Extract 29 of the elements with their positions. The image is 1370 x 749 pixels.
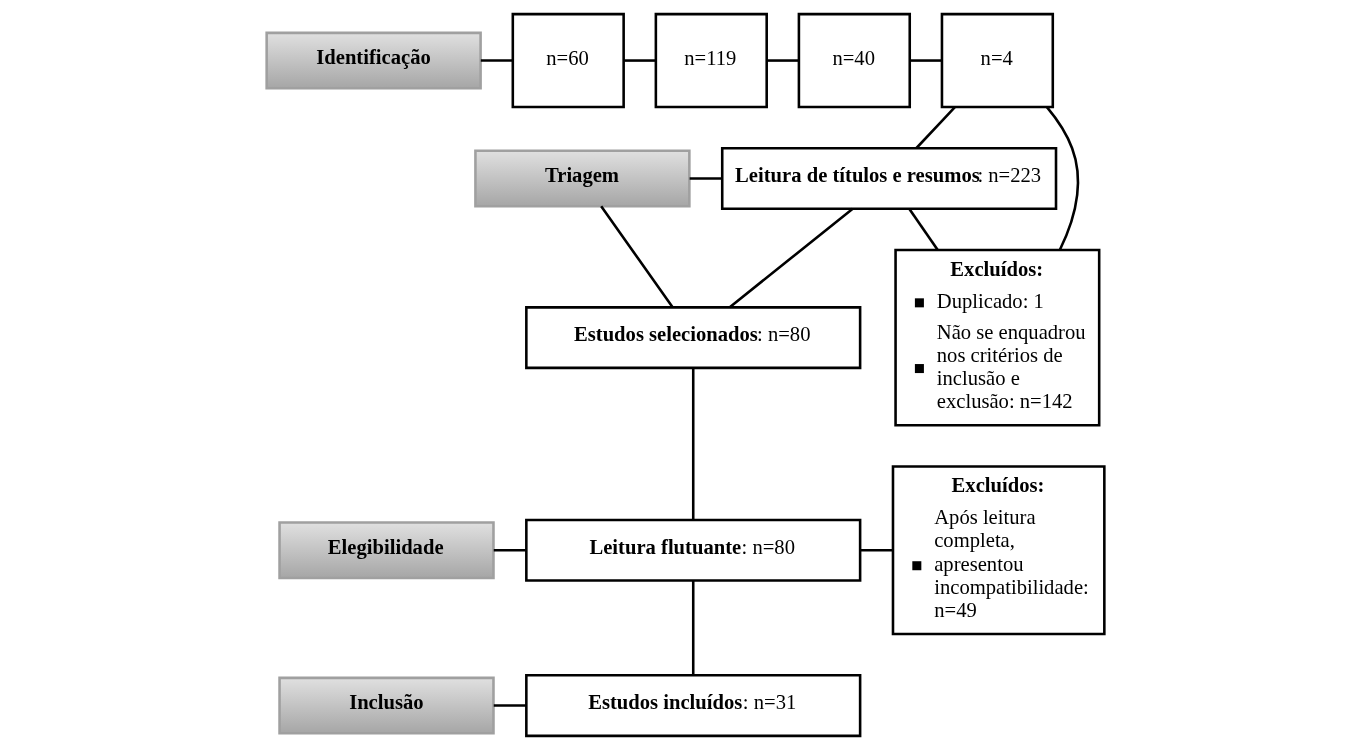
node-box: n=119 (654, 12, 768, 108)
node-box: n=60 (511, 12, 625, 108)
connector (859, 548, 893, 552)
node-box: Triagem (473, 148, 691, 207)
connector (909, 58, 942, 62)
connector (689, 176, 722, 180)
node-box: Estudos incluídos: n=31 (524, 673, 861, 737)
node-box: Elegibilidade (277, 520, 495, 579)
node-box: Excluídos: Após leitura completa, apresentou incompatibilidade: n=49 (891, 464, 1106, 635)
node-box: Identificação (264, 31, 482, 90)
connector (691, 367, 694, 520)
node-box: Leitura flutuante: n=80 (524, 518, 861, 582)
connector (599, 205, 673, 308)
connector (915, 105, 956, 149)
node-box: Inclusão (277, 676, 495, 735)
node-box: Leitura de títulos e resumos: n=223 (720, 146, 1057, 210)
connector (493, 548, 526, 552)
connector (691, 580, 694, 675)
connector (623, 58, 656, 62)
connector (907, 207, 939, 251)
connector (728, 207, 854, 308)
node-box: n=4 (940, 12, 1054, 108)
node-box: Estudos selecionados: n=80 (524, 305, 861, 369)
connector (493, 703, 526, 707)
connector (1045, 105, 1079, 251)
node-box: Excluídos: Duplicado: 1 Não se enquadrou nos critérios de inclusão e exclusão: n=142 (893, 248, 1100, 427)
connector (480, 58, 513, 62)
connector (766, 58, 799, 62)
node-box: n=40 (797, 12, 911, 108)
